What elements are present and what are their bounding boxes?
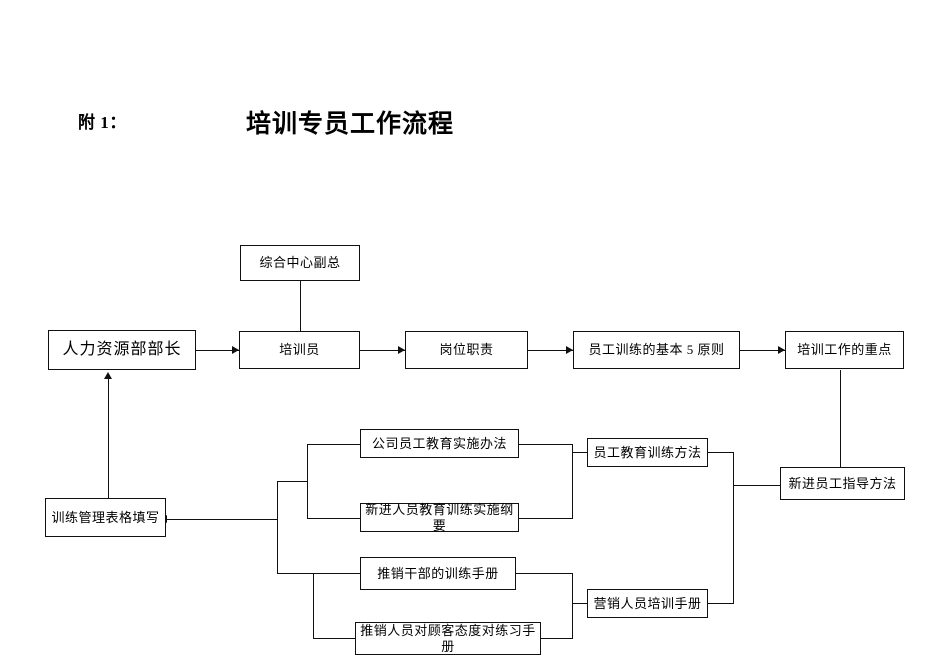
connector-upper-right-bracket (572, 444, 573, 519)
node-sales-attitude-manual-label: 推销人员对顾客态度对练习手册 (360, 622, 536, 654)
connector-principles-to-focus (740, 350, 785, 351)
node-sales-cadre-manual-label: 推销干部的训练手册 (377, 565, 499, 581)
node-training-focus[interactable]: 培训工作的重点 (785, 331, 904, 369)
arrow-principles-to-focus (778, 346, 785, 354)
connector-lower-right-stub-a (516, 573, 573, 574)
node-center-vp-label: 综合中心副总 (259, 255, 341, 271)
connector-lower-left-bracket (313, 573, 314, 639)
node-trainer-label: 培训员 (279, 342, 320, 358)
node-job-duties-label: 岗位职责 (439, 342, 494, 358)
connector-duties-to-principles (528, 350, 573, 351)
connector-lower-right-bracket (572, 573, 573, 639)
node-form-filling[interactable]: 训练管理表格填写 (45, 498, 166, 537)
connector-lower-left-stub-a (313, 573, 360, 574)
connector-lower-right-stub-b (541, 638, 573, 639)
connector-main-spine (277, 481, 278, 574)
connector-method-to-right-bracket (708, 452, 734, 453)
connector-upper-bracket-to-spine (277, 481, 308, 482)
node-center-vp[interactable]: 综合中心副总 (240, 245, 360, 281)
node-sales-cadre-manual[interactable]: 推销干部的训练手册 (360, 557, 516, 590)
arrow-hr-to-trainer (232, 346, 239, 354)
node-five-principles[interactable]: 员工训练的基本 5 原则 (573, 331, 740, 369)
connector-spine-to-form (277, 573, 314, 574)
node-newcomer-outline[interactable]: 新进人员教育训练实施纲要 (360, 501, 519, 533)
node-newcomer-guide-method-label: 新进员工指导方法 (788, 475, 897, 491)
connector-upper-right-stub-a (519, 444, 573, 445)
node-sales-attitude-manual[interactable]: 推销人员对顾客态度对练习手册 (355, 622, 541, 655)
connector-upper-left-stub-a (307, 444, 360, 445)
attachment-label: 附 1： (78, 113, 127, 132)
connector-upper-left-stub-b (307, 518, 360, 519)
connector-focus-to-guide (840, 370, 841, 467)
connector-hr-to-trainer (196, 350, 239, 351)
connector-upper-right-stub-b (519, 518, 573, 519)
connector-to-form-arrow-line (166, 519, 278, 520)
node-marketing-training-manual[interactable]: 营销人员培训手册 (587, 589, 708, 618)
node-job-duties[interactable]: 岗位职责 (405, 331, 528, 369)
connector-lower-left-stub-b (313, 638, 360, 639)
connector-trainer-to-duties (360, 350, 405, 351)
arrow-trainer-to-duties (398, 346, 405, 354)
connector-lower-right-to-marketing (572, 603, 587, 604)
page-title: 培训专员工作流程 (246, 110, 455, 138)
connector-form-feed-vertical (277, 481, 278, 520)
connector-marketing-to-right-bracket (708, 603, 734, 604)
connector-vp-to-trainer (300, 281, 301, 331)
node-hr-director-label: 人力资源部部长 (62, 341, 182, 359)
connector-upper-right-to-method (572, 452, 587, 453)
arrow-duties-to-principles (566, 346, 573, 354)
document-header: 附 1： 培训专员工作流程 (0, 104, 950, 140)
node-five-principles-label: 员工训练的基本 5 原则 (588, 342, 725, 358)
node-staff-training-method[interactable]: 员工教育训练方法 (587, 438, 708, 467)
node-staff-training-method-label: 员工教育训练方法 (593, 444, 702, 460)
node-marketing-training-manual-label: 营销人员培训手册 (593, 595, 702, 611)
connector-form-to-hr (108, 378, 109, 498)
arrow-form-to-hr (104, 372, 112, 379)
node-training-focus-label: 培训工作的重点 (797, 342, 892, 358)
node-hr-director[interactable]: 人力资源部部长 (48, 330, 196, 370)
connector-right-bracket (733, 452, 734, 604)
node-form-filling-label: 训练管理表格填写 (51, 509, 160, 525)
node-newcomer-guide-method[interactable]: 新进员工指导方法 (780, 467, 905, 500)
node-company-edu-method-label: 公司员工教育实施办法 (371, 435, 507, 451)
node-newcomer-outline-label: 新进人员教育训练实施纲要 (365, 501, 514, 533)
node-company-edu-method[interactable]: 公司员工教育实施办法 (360, 429, 519, 458)
connector-right-bracket-to-guide (733, 485, 780, 486)
node-trainer[interactable]: 培训员 (239, 331, 360, 369)
